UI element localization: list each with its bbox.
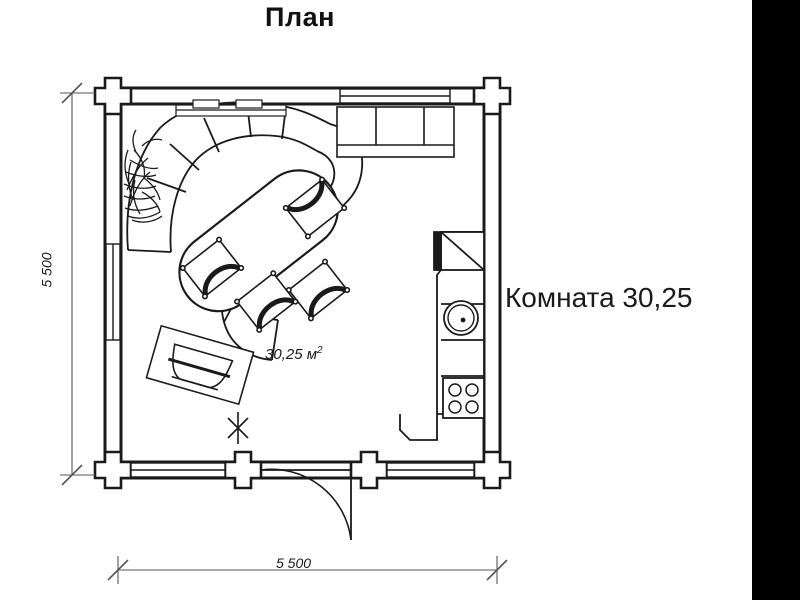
window-bottom-left	[130, 462, 226, 478]
door-entry	[260, 468, 352, 541]
center-mark	[227, 412, 249, 444]
right-edge-mask	[752, 0, 800, 600]
window-left	[105, 243, 121, 341]
potted-plant	[123, 129, 163, 223]
kitchen-stove	[442, 377, 485, 419]
room-area-value: 30,25 м	[265, 346, 317, 363]
refrigerator	[433, 231, 485, 271]
coffee-table	[145, 324, 255, 406]
dimension-height-label: 5 500	[38, 252, 55, 288]
room-area-superscript: 2	[317, 345, 323, 356]
dimension-lines	[60, 82, 508, 584]
cabinet-top	[336, 106, 455, 158]
dining-chairs	[179, 176, 351, 333]
room-area-label: 30,25 м2	[265, 345, 323, 363]
kitchen-sink	[443, 300, 479, 336]
dimension-width-label: 5 500	[276, 555, 312, 571]
window-top	[339, 88, 451, 104]
page-title: План	[265, 2, 335, 32]
window-bottom-right	[386, 462, 475, 478]
room-name-label: Комната 30,25	[505, 282, 693, 313]
corner-joints	[93, 76, 512, 490]
